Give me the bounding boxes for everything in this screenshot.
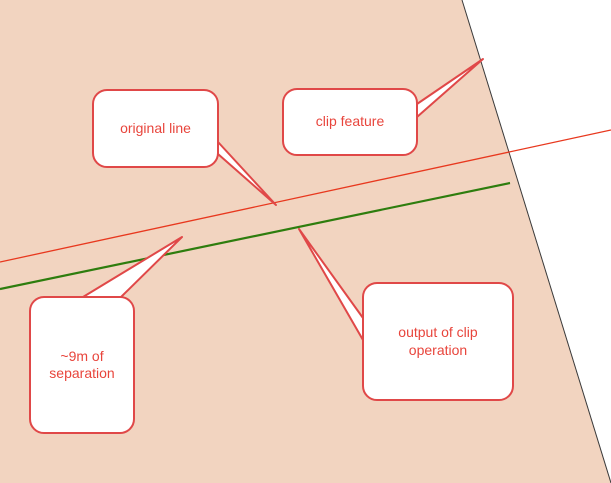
callout-original-line bbox=[92, 89, 277, 206]
original-line bbox=[0, 129, 611, 263]
callout-clip-feature bbox=[282, 58, 484, 156]
callout-separation bbox=[29, 236, 183, 434]
callout-clip-output bbox=[298, 228, 514, 401]
clip-output-line bbox=[0, 181, 511, 291]
clip-feature-edge bbox=[461, 0, 611, 483]
